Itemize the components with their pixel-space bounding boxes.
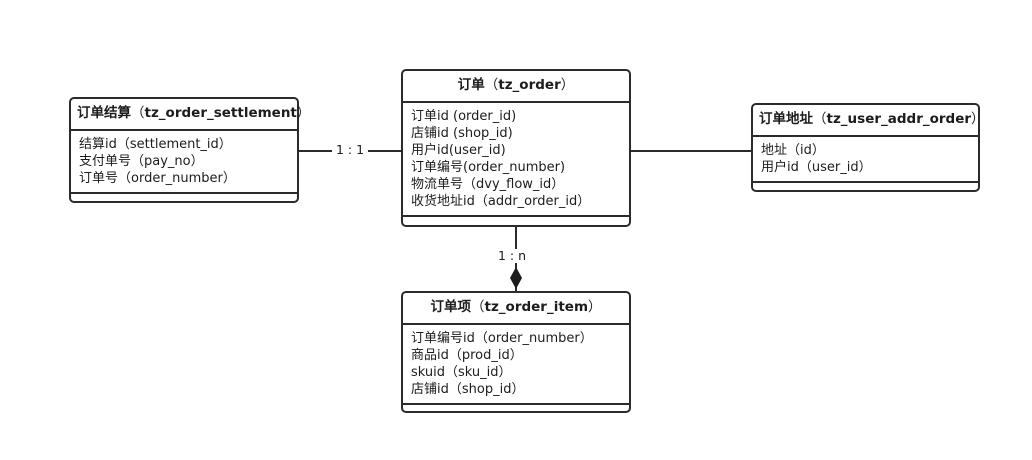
attribute-row: 收货地址id（addr_order_id） <box>411 193 591 209</box>
attribute-row: 商品id（prod_id） <box>411 347 523 363</box>
connector-order-address <box>631 150 751 152</box>
diamond-upper-half <box>510 267 522 278</box>
attribute-row: 店铺id (shop_id) <box>411 125 513 141</box>
entity-header-tz-user-addr-order: 订单地址（tz_user_addr_order） <box>753 105 985 137</box>
entity-attributes-tz-order: 订单id (order_id) 店铺id (shop_id) 用户id(user… <box>403 103 629 217</box>
attribute-row: 订单id (order_id) <box>411 108 517 124</box>
attribute-row: 支付单号（pay_no） <box>79 153 204 169</box>
entity-attributes-tz-order-item: 订单编号id（order_number） 商品id（prod_id） skuid… <box>403 325 629 405</box>
entity-tz-order-settlement[interactable]: 订单结算（tz_order_settlement） 结算id（settlemen… <box>69 97 310 204</box>
entity-attributes-tz-user-addr-order: 地址（id） 用户id（user_id） <box>753 137 978 183</box>
attribute-row: 店铺id（shop_id） <box>411 381 525 397</box>
entity-header-tz-order-settlement: 订单结算（tz_order_settlement） <box>71 99 310 131</box>
cardinality-label-order-orderitem: 1 : n <box>494 249 531 263</box>
attribute-row: skuid（sku_id） <box>411 364 512 380</box>
entity-header-tz-order: 订单（tz_order） <box>403 71 629 103</box>
entity-attributes-tz-order-settlement: 结算id（settlement_id） 支付单号（pay_no） 订单号（ord… <box>71 131 297 194</box>
attribute-row: 订单编号id（order_number） <box>411 330 593 346</box>
diamond-lower-half <box>510 278 522 289</box>
entity-tz-order-item[interactable]: 订单项（tz_order_item） 订单编号id（order_number） … <box>401 291 631 413</box>
attribute-row: 用户id（user_id） <box>761 159 872 175</box>
attribute-row: 用户id(user_id) <box>411 142 506 158</box>
attribute-row: 订单号（order_number） <box>79 170 236 186</box>
entity-header-tz-order-item: 订单项（tz_order_item） <box>403 293 629 325</box>
entity-tz-user-addr-order[interactable]: 订单地址（tz_user_addr_order） 地址（id） 用户id（use… <box>751 103 985 193</box>
attribute-row: 物流单号（dvy_flow_id） <box>411 176 565 192</box>
entity-footer-tz-order-settlement <box>71 194 297 204</box>
attribute-row: 结算id（settlement_id） <box>79 136 232 152</box>
entity-footer-tz-order-item <box>403 405 629 415</box>
cardinality-label-settlement-order: 1 : 1 <box>332 143 369 157</box>
attribute-row: 地址（id） <box>761 142 825 158</box>
entity-tz-order[interactable]: 订单（tz_order） 订单id (order_id) 店铺id (shop_… <box>401 69 631 227</box>
entity-footer-tz-order <box>403 217 629 227</box>
entity-footer-tz-user-addr-order <box>753 183 978 193</box>
attribute-row: 订单编号(order_number) <box>411 159 566 175</box>
